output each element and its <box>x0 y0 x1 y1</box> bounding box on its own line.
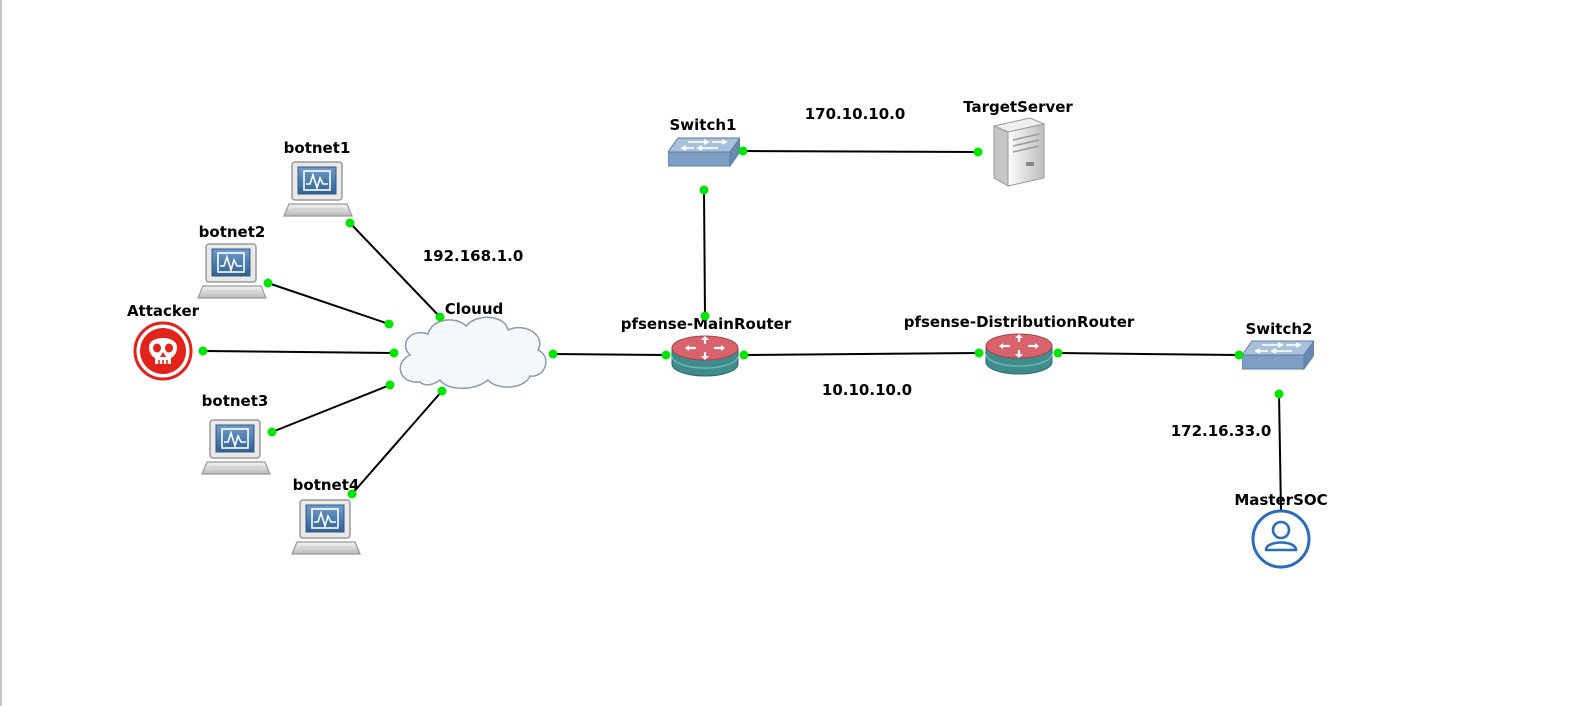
link-mainrouter-switch1 <box>703 189 706 317</box>
botnet3-label: botnet3 <box>202 392 269 410</box>
port-dot <box>738 146 748 156</box>
port-dot <box>700 311 710 321</box>
switch2-node[interactable]: Switch2 <box>1242 320 1314 370</box>
botnet4-node[interactable]: botnet4 <box>291 476 361 555</box>
port-dot <box>548 349 558 359</box>
port-dot <box>661 350 671 360</box>
port-dot <box>974 348 984 358</box>
user-icon <box>1251 509 1311 569</box>
port-dot <box>347 489 357 499</box>
port-dot <box>973 147 983 157</box>
switch1-node[interactable]: Switch1 <box>668 116 740 167</box>
link-botnet3-cloud <box>271 384 391 433</box>
switch-icon <box>1242 340 1314 370</box>
target-server-label: TargetServer <box>963 98 1073 116</box>
dist-router-label: pfsense-DistributionRouter <box>904 313 1135 331</box>
port-dot <box>437 386 447 396</box>
router-icon <box>984 332 1054 376</box>
workstation-icon <box>197 243 267 299</box>
port-dot <box>1053 348 1063 358</box>
port-dot <box>267 427 277 437</box>
cloud-icon <box>399 316 547 389</box>
links <box>202 150 1282 513</box>
workstation-icon <box>283 161 353 217</box>
botnet3-node[interactable]: botnet3 <box>201 392 271 475</box>
link-botnet1-cloud <box>349 222 441 318</box>
port-dot <box>385 380 395 390</box>
server-icon <box>992 117 1046 187</box>
link-botnet2-cloud <box>267 282 390 325</box>
dist-router-node[interactable]: pfsense-DistributionRouter <box>904 313 1135 376</box>
link-cloud-mainrouter <box>552 353 667 356</box>
port-dot <box>198 346 208 356</box>
link-switch2-mastersoc <box>1278 393 1282 513</box>
port-dot <box>263 278 273 288</box>
network-label-170: 170.10.10.0 <box>805 105 906 123</box>
network-label-10: 10.10.10.0 <box>822 381 912 399</box>
workstation-icon <box>291 499 361 555</box>
botnet2-node[interactable]: botnet2 <box>197 223 267 299</box>
switch2-label: Switch2 <box>1246 320 1313 338</box>
attacker-label: Attacker <box>127 302 200 320</box>
port-dot <box>739 350 749 360</box>
port-dot <box>384 319 394 329</box>
skull-icon <box>133 321 193 381</box>
link-distrouter-switch2 <box>1057 352 1240 356</box>
link-botnet4-cloud <box>351 390 443 495</box>
main-router-label: pfsense-MainRouter <box>621 315 792 333</box>
target-server-node[interactable]: TargetServer <box>963 98 1073 187</box>
port-dot <box>435 312 445 322</box>
master-soc-node[interactable]: MasterSOC <box>1234 491 1328 569</box>
attacker-node[interactable]: Attacker <box>127 302 200 381</box>
workstation-icon <box>201 419 271 475</box>
canvas-border <box>0 0 2 706</box>
network-label-192: 192.168.1.0 <box>423 247 524 265</box>
master-soc-label: MasterSOC <box>1234 491 1327 509</box>
link-mainrouter-distrouter <box>743 352 980 356</box>
botnet2-label: botnet2 <box>199 223 266 241</box>
network-label-172: 172.16.33.0 <box>1171 422 1272 440</box>
botnet1-node[interactable]: botnet1 <box>283 139 353 217</box>
port-dot <box>389 348 399 358</box>
botnet1-label: botnet1 <box>284 139 351 157</box>
switch1-label: Switch1 <box>670 116 737 134</box>
port-dot <box>1234 350 1244 360</box>
link-attacker-cloud <box>202 350 395 354</box>
router-icon <box>670 334 740 378</box>
main-router-node[interactable]: pfsense-MainRouter <box>621 315 792 378</box>
port-dot <box>1274 389 1284 399</box>
cloud-label: Clouud <box>445 300 504 318</box>
link-switch1-target <box>742 150 979 153</box>
ports <box>198 146 1284 499</box>
switch-icon <box>668 137 740 167</box>
port-dot <box>345 218 355 228</box>
port-dot <box>699 185 709 195</box>
cloud-node[interactable]: Clouud <box>399 300 547 389</box>
botnet4-label: botnet4 <box>293 476 360 494</box>
